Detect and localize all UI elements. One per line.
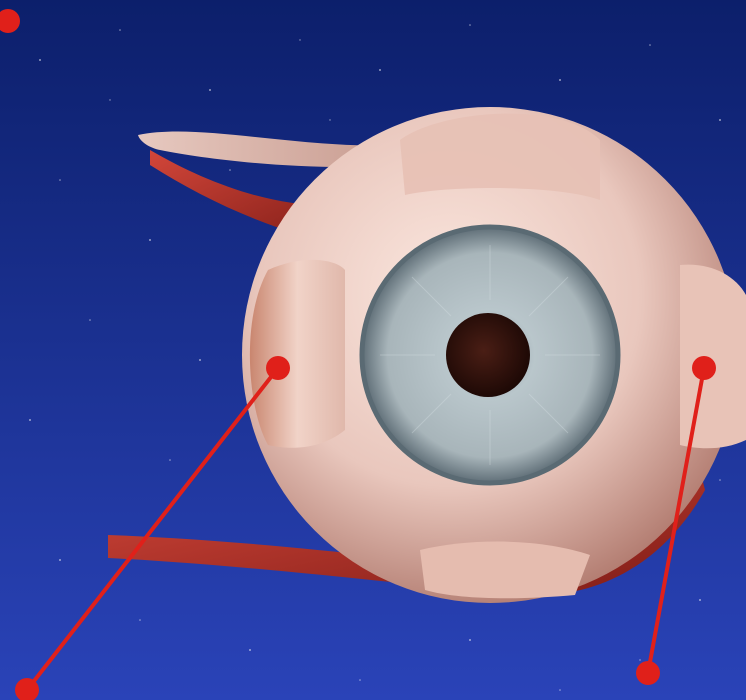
pointer-left-head xyxy=(266,356,290,380)
pointer-right-tail xyxy=(636,661,660,685)
pupil xyxy=(446,313,530,397)
superior-rectus-insertion xyxy=(400,114,600,200)
inferior-rectus-insertion xyxy=(420,542,590,599)
medial-rectus-insertion xyxy=(250,260,345,448)
lateral-rectus-insertion xyxy=(680,265,746,449)
pointer-right-head xyxy=(692,356,716,380)
